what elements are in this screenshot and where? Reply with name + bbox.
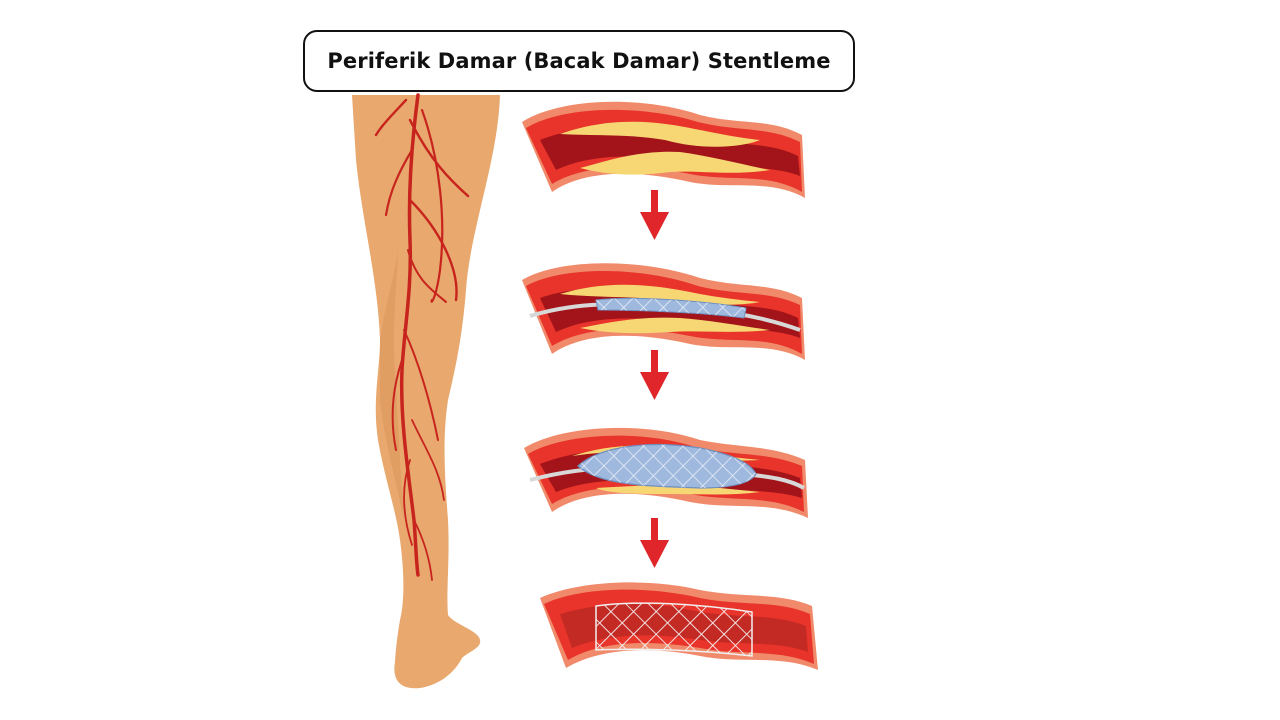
plaque-bottom bbox=[580, 151, 770, 175]
plaque-top bbox=[560, 121, 760, 147]
step-catheter-insertion bbox=[522, 263, 805, 360]
step-narrowed-artery bbox=[522, 101, 805, 198]
step-balloon-inflation bbox=[524, 427, 808, 518]
step-stent-placed bbox=[540, 582, 818, 670]
title-box: Periferik Damar (Bacak Damar) Stentleme bbox=[303, 30, 855, 92]
leg-shadow bbox=[380, 250, 404, 520]
arrow-down-icon bbox=[640, 518, 669, 568]
arrow-down-icon bbox=[640, 350, 669, 400]
stent-mesh bbox=[595, 602, 753, 657]
page-title: Periferik Damar (Bacak Damar) Stentleme bbox=[327, 49, 831, 73]
leg-arteries bbox=[374, 93, 470, 581]
arrow-down-icon bbox=[640, 190, 669, 240]
leg-illustration bbox=[352, 93, 500, 689]
